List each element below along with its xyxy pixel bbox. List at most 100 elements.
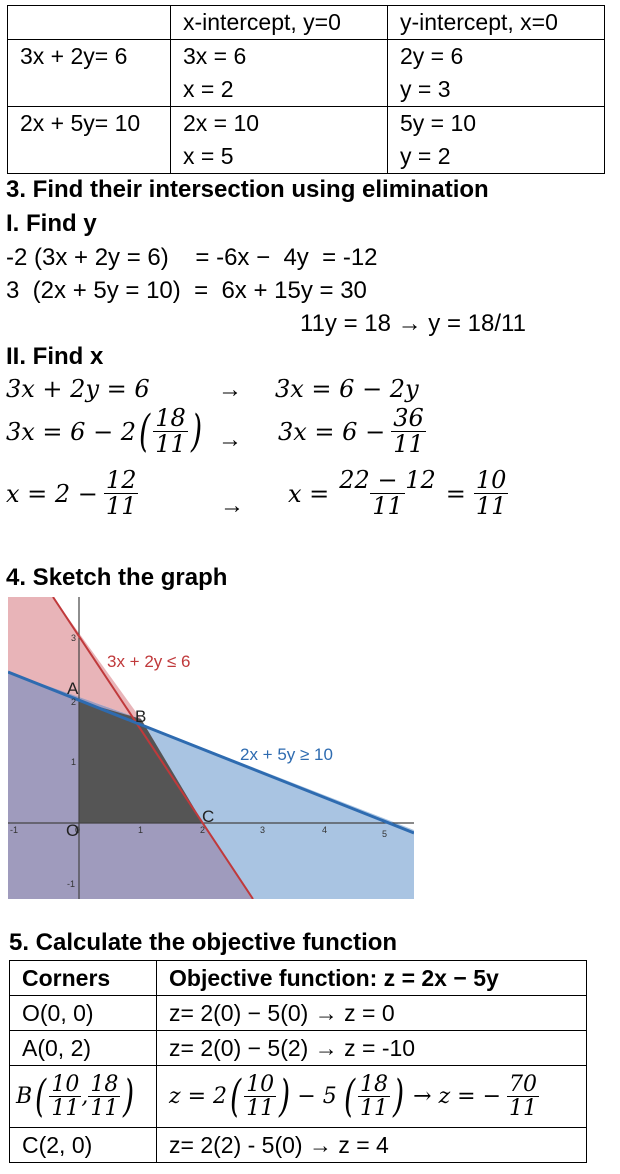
numerator: 22 − 12 — [339, 466, 436, 494]
calc-cell: z = 2 ( 10 11 ) − 5 ( 18 11 ) → z = − 70… — [156, 1065, 587, 1128]
table-row: 2x + 5y= 10 2x = 10 x = 5 5y = 10 y = 2 — [7, 106, 605, 174]
eq3-right: x = 22 − 12 11 = 10 11 — [288, 466, 509, 521]
denominator: 11 — [103, 492, 139, 521]
y-tick: 3 — [71, 633, 76, 643]
fraction: 22 − 12 11 — [337, 466, 437, 521]
header-objective: Objective function: z = 2x − 5y — [156, 960, 587, 996]
calc-cell: z= 2(2) - 5(0) → z = 4 — [156, 1127, 587, 1163]
denominator: 11 — [357, 1096, 390, 1121]
cell-line: x = 5 — [183, 143, 234, 169]
arrow-1: → — [218, 376, 242, 403]
calc-text: − 5 — [297, 1084, 337, 1109]
corner-letter: B — [16, 1084, 33, 1109]
y-intercept-cell: 5y = 10 y = 2 — [387, 106, 605, 174]
cell-line: 2y = 6 — [400, 43, 464, 69]
section3-title: 3. Find their intersection using elimina… — [6, 176, 489, 203]
red-inequality-label: 3x + 2y ≤ 6 — [107, 652, 191, 671]
equals-sign: = — [445, 479, 466, 508]
blue-line — [8, 670, 414, 835]
y-intercept-cell: 2y = 6 y = 3 — [387, 39, 605, 107]
numerator: 12 — [105, 466, 137, 494]
fraction: 18 11 — [357, 1071, 390, 1121]
x-tick: 5 — [382, 829, 387, 839]
graph: -1 1 2 3 4 5 3 2 1 -1 0 A B C O 3x + 2y … — [8, 597, 414, 899]
numerator: 70 — [509, 1071, 538, 1097]
table-row: B ( 10 11 , 18 11 ) z = 2 ( 10 — [9, 1065, 587, 1128]
eq3-right-text: x = — [288, 479, 330, 508]
numerator: 10 — [246, 1071, 275, 1097]
eq3-left-text: x = 2 − — [6, 479, 98, 508]
x-tick: 3 — [260, 825, 265, 835]
equation-cell: 2x + 5y= 10 — [7, 106, 171, 174]
elimination-line-2: 3 (2x + 5y = 10) = 6x + 15y = 30 — [6, 277, 367, 304]
calc-text: z = 2 — [169, 1084, 228, 1109]
header-corners: Corners — [9, 960, 157, 996]
paren-open: ( — [139, 405, 151, 457]
fraction: 10 11 — [49, 1073, 82, 1121]
paren-close: ) — [392, 1070, 405, 1122]
y-tick: 1 — [71, 757, 76, 767]
denominator: 11 — [49, 1096, 82, 1121]
blue-inequality-label: 2x + 5y ≥ 10 — [240, 745, 333, 764]
elimination-result: 11y = 18 → y = 18/11 — [300, 310, 526, 337]
x-tick: -1 — [10, 825, 18, 835]
point-B-label: B — [135, 707, 146, 726]
point-C-label: C — [202, 807, 214, 826]
arrow-3: → — [220, 492, 244, 519]
fraction: 10 11 — [473, 467, 509, 521]
section4-title: 4. Sketch the graph — [6, 564, 228, 591]
header-cell — [7, 5, 171, 40]
numerator: 18 — [359, 1071, 388, 1097]
eq1-left: 3x + 2y = 6 — [6, 375, 150, 403]
comma: , — [81, 1084, 89, 1109]
eq2-right: 3x = 6 − 36 11 — [278, 404, 426, 457]
numerator: 18 — [90, 1071, 119, 1097]
calc-B: z = 2 ( 10 11 ) − 5 ( 18 11 ) → z = − 70… — [169, 1073, 574, 1120]
corner-cell: A(0, 2) — [9, 1030, 157, 1066]
x-intercept-cell: 2x = 10 x = 5 — [170, 106, 388, 174]
x-intercept-cell: 3x = 6 x = 2 — [170, 39, 388, 107]
corner-cell: B ( 10 11 , 18 11 ) — [9, 1065, 157, 1128]
origin-tick: 0 — [75, 825, 80, 835]
denominator: 11 — [370, 492, 405, 521]
paren-close: ) — [190, 405, 202, 457]
feasible-region — [79, 701, 203, 823]
fraction: 70 11 — [507, 1071, 540, 1121]
header-cell: y-intercept, x=0 — [387, 5, 605, 40]
eq2-right-text: 3x = 6 − — [278, 417, 386, 446]
numerator: 18 — [155, 404, 186, 432]
table-row: C(2, 0) z= 2(2) - 5(0) → z = 4 — [9, 1127, 587, 1163]
section5-title: 5. Calculate the objective function — [9, 929, 398, 956]
fraction: 18 11 — [153, 404, 188, 459]
table-row: O(0, 0) z= 2(0) − 5(0) → z = 0 — [9, 995, 587, 1031]
denominator: 11 — [507, 1096, 540, 1121]
objective-table: Corners Objective function: z = 2x − 5y … — [9, 960, 587, 1163]
paren-open: ( — [230, 1070, 242, 1122]
cell-line: x = 2 — [183, 76, 234, 102]
x-tick: 2 — [200, 825, 205, 835]
eq1-right: 3x = 6 − 2y — [275, 375, 419, 403]
eq2-left-text: 3x = 6 − 2 — [6, 417, 137, 446]
numerator: 36 — [393, 404, 424, 432]
cell-line: y = 2 — [400, 143, 451, 169]
fraction: 18 11 — [88, 1071, 121, 1120]
elimination-line-1: -2 (3x + 2y = 6) = -6x − 4y = -12 — [6, 244, 378, 271]
denominator: 11 — [153, 430, 188, 459]
fraction: 10 11 — [244, 1071, 277, 1121]
calc-cell: z= 2(0) − 5(2) → z = -10 — [156, 1030, 587, 1066]
fraction: 36 11 — [391, 404, 426, 457]
paren-open: ( — [343, 1070, 355, 1122]
cell-line: 2x = 10 — [183, 110, 260, 136]
eq2-left: 3x = 6 − 2 ( 18 11 ) — [6, 404, 205, 459]
header-cell: x-intercept, y=0 — [170, 5, 388, 40]
calc-cell: z= 2(0) − 5(0) → z = 0 — [156, 995, 587, 1031]
fraction: 12 11 — [103, 466, 139, 521]
point-O-label: O — [66, 821, 79, 840]
denominator: 11 — [473, 492, 509, 521]
arrow-2: → — [218, 426, 242, 453]
calc-text: → z = − — [413, 1084, 502, 1109]
denominator: 11 — [244, 1096, 277, 1121]
point-B: B ( 10 11 , 18 11 ) — [16, 1073, 150, 1120]
find-y-heading: I. Find y — [6, 210, 97, 237]
x-tick: 1 — [138, 825, 143, 835]
